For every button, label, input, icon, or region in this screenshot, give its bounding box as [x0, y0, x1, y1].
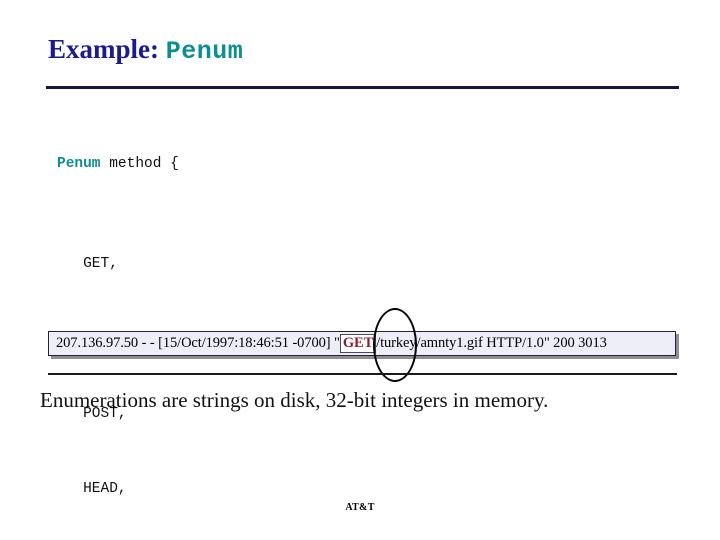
log-line-box: 207.136.97.50 - - [15/Oct/1997:18:46:51 …	[48, 331, 676, 356]
bottom-divider	[48, 373, 677, 375]
code-line-member: HEAD,	[57, 477, 405, 502]
page-title: Example: Penum	[48, 34, 244, 66]
title-divider	[46, 86, 679, 89]
code-member-name: POST,	[83, 406, 127, 422]
code-keyword-penum: Penum	[57, 156, 101, 172]
log-line-suffix: /turkey/amnty1.gif HTTP/1.0" 200 3013	[376, 335, 607, 351]
code-header-rest: method {	[100, 156, 179, 172]
code-block: Penum method { GET, PUT, POST, HEAD, DEL…	[57, 102, 405, 540]
page-title-main: Example:	[48, 34, 166, 64]
caption-text: Enumerations are strings on disk, 32-bit…	[40, 388, 549, 412]
code-line-header: Penum method {	[57, 152, 405, 177]
code-line-member: POST,	[57, 402, 405, 427]
footer-logo: AT&T	[345, 502, 375, 513]
code-member-name: HEAD,	[83, 481, 127, 497]
code-line-member: GET,	[57, 252, 405, 277]
page-title-code: Penum	[165, 37, 244, 66]
log-line-highlight-get: GET	[339, 334, 377, 353]
code-member-name: GET,	[83, 256, 118, 272]
log-line-prefix: 207.136.97.50 - - [15/Oct/1997:18:46:51 …	[56, 335, 340, 351]
